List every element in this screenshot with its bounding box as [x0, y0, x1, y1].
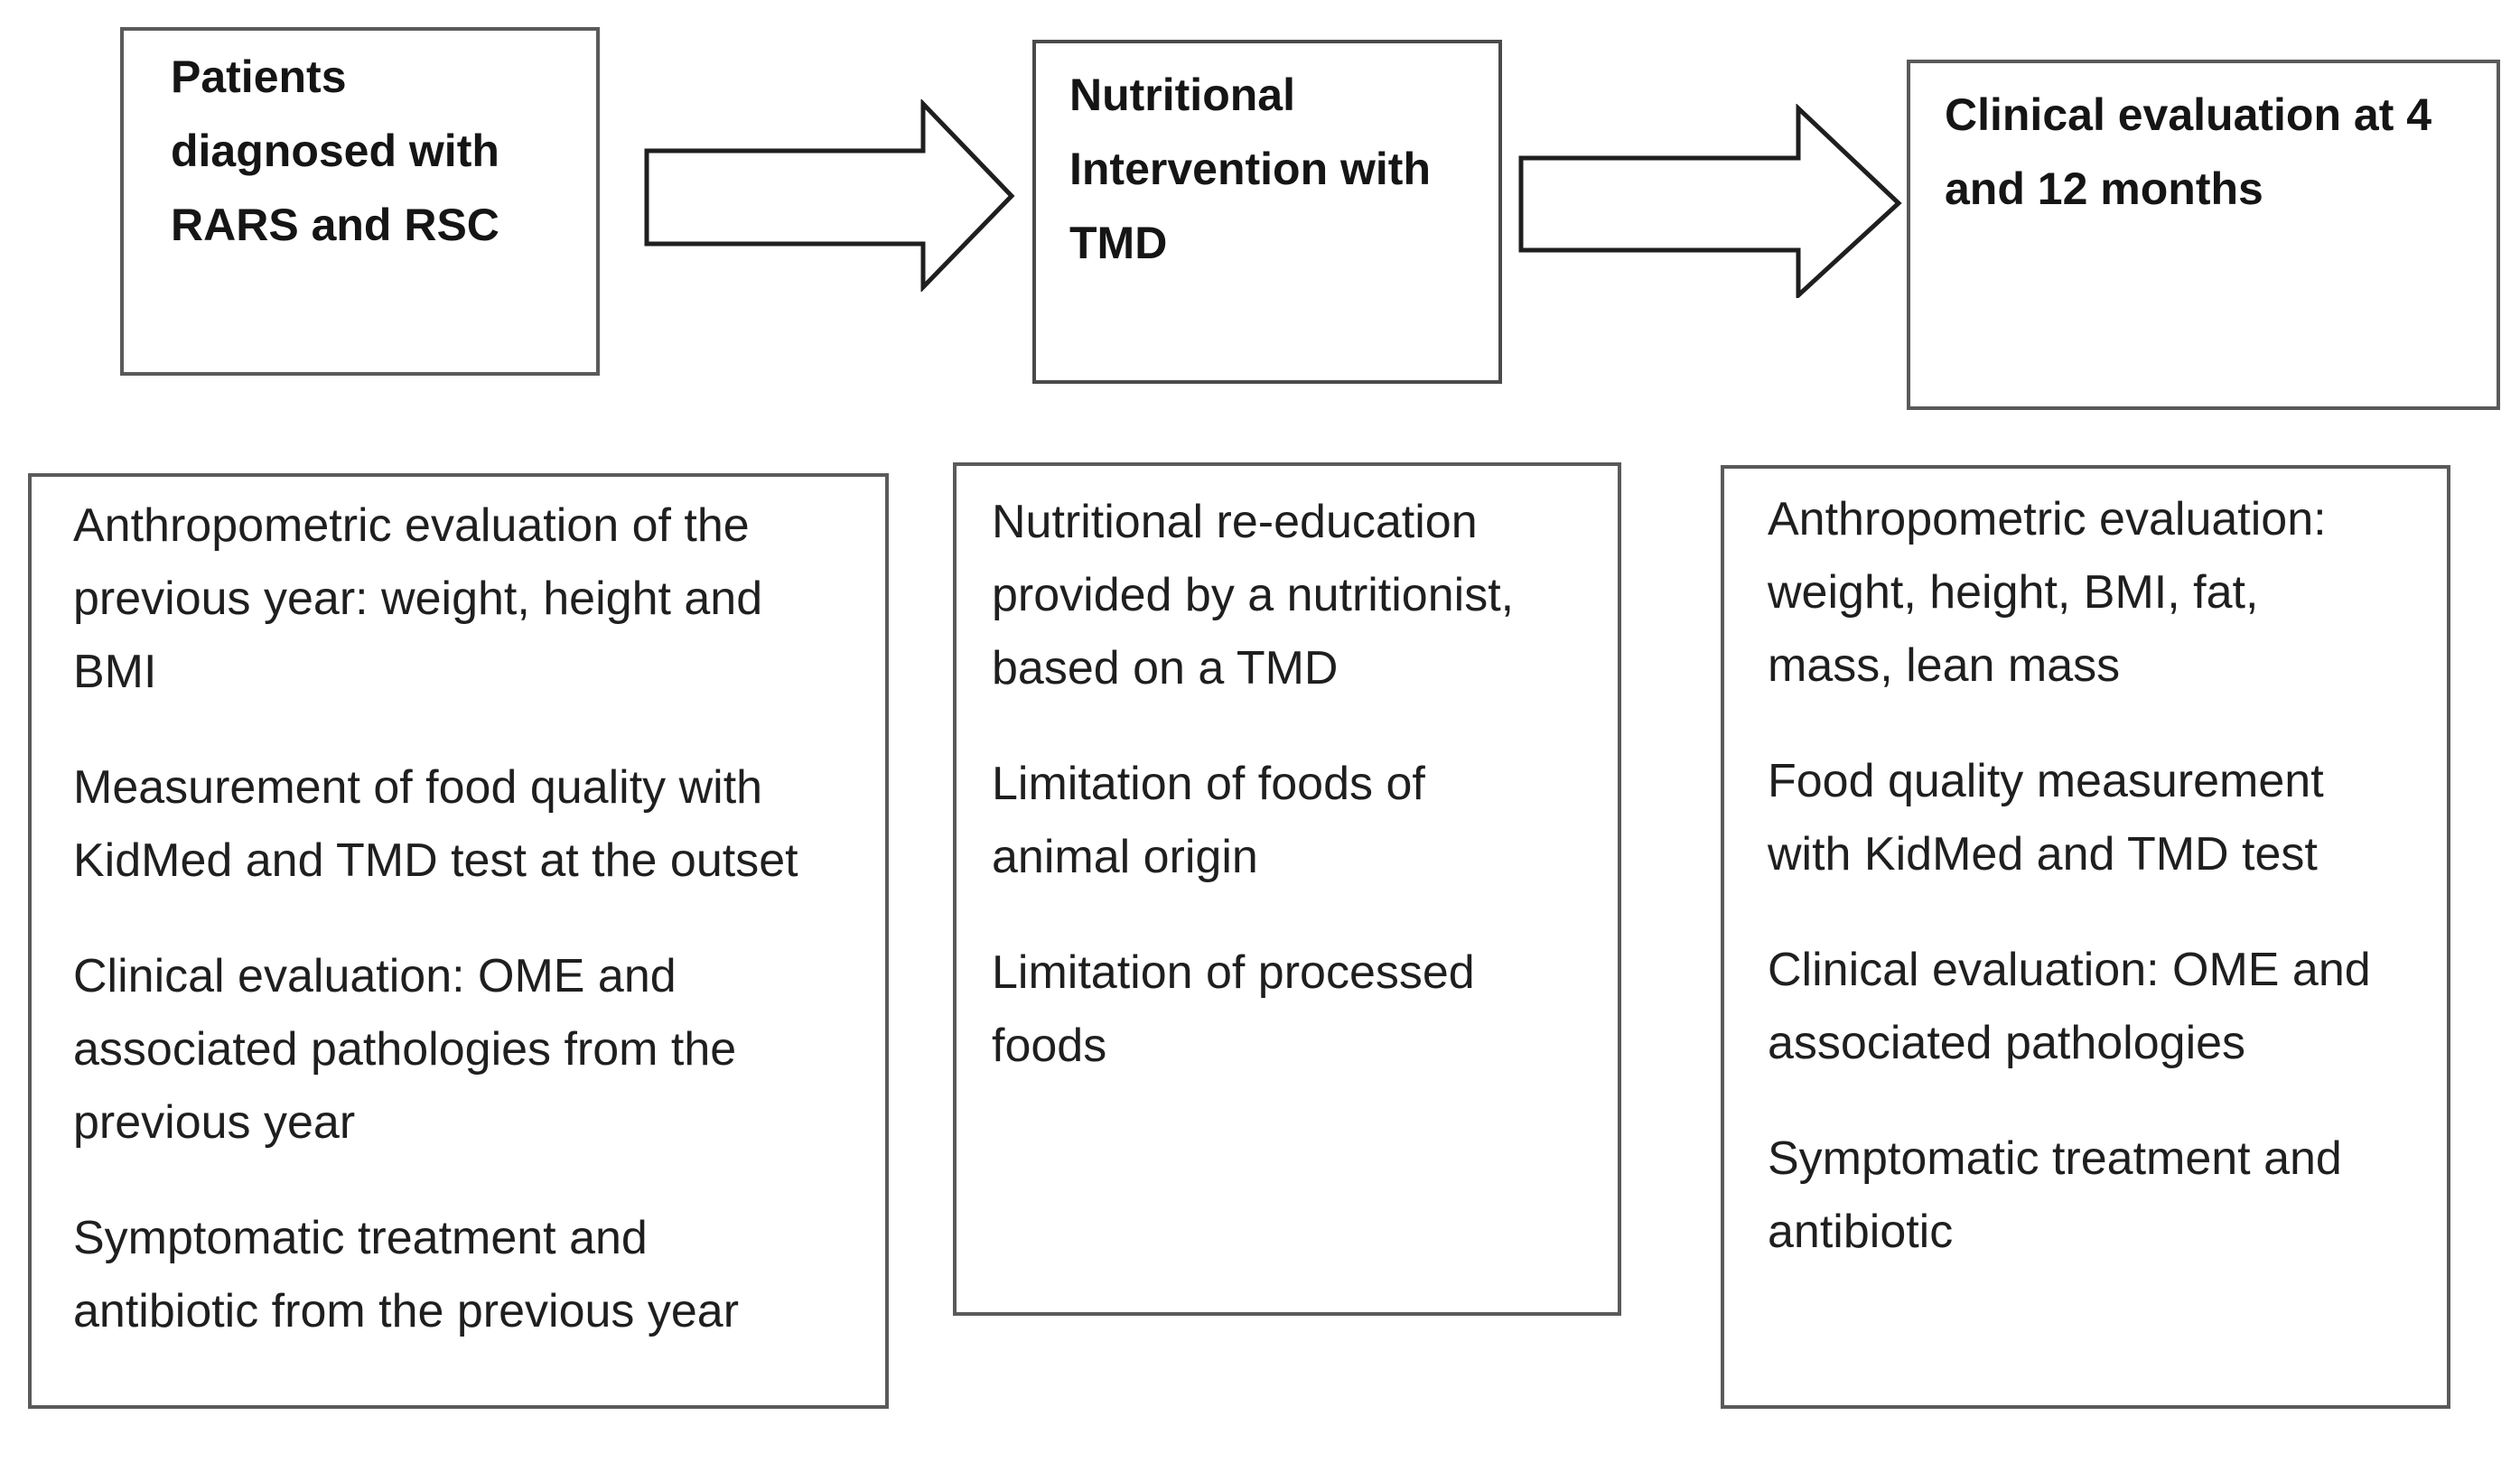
stage-box-evaluation: Clinical evaluation at 4 and 12 months	[1907, 60, 2500, 410]
stage-title-patients: Patients diagnosed with RARS and RSC	[171, 51, 499, 250]
detail-box-intervention: Nutritional re-education provided by a n…	[953, 462, 1621, 1316]
stage-box-patients: Patients diagnosed with RARS and RSC	[120, 27, 600, 376]
detail-paragraph: Symptomatic treatment and antibiotic	[1768, 1132, 2342, 1258]
detail-paragraph: Clinical evaluation: OME and associated …	[1768, 944, 2371, 1069]
stage-title-intervention: Nutritional Intervention with TMD	[1069, 70, 1431, 268]
detail-paragraph: Anthropometric evaluation of the previou…	[73, 499, 763, 698]
stage-box-intervention: Nutritional Intervention with TMD	[1032, 40, 1502, 384]
stage-title-evaluation: Clinical evaluation at 4 and 12 months	[1945, 89, 2432, 214]
right-arrow-icon	[1518, 104, 1902, 298]
detail-paragraph: Food quality measurement with KidMed and…	[1768, 755, 2324, 880]
detail-paragraph: Clinical evaluation: OME and associated …	[73, 950, 737, 1149]
detail-paragraph: Limitation of foods of animal origin	[992, 758, 1425, 883]
detail-paragraph: Nutritional re-education provided by a n…	[992, 496, 1515, 694]
detail-box-followup: Anthropometric evaluation: weight, heigh…	[1721, 465, 2450, 1409]
detail-box-baseline: Anthropometric evaluation of the previou…	[28, 473, 889, 1409]
detail-paragraph: Limitation of processed foods	[992, 946, 1475, 1072]
detail-paragraph: Measurement of food quality with KidMed …	[73, 761, 798, 887]
right-arrow-icon	[644, 99, 1015, 292]
detail-paragraph: Symptomatic treatment and antibiotic fro…	[73, 1212, 740, 1337]
detail-paragraph: Anthropometric evaluation: weight, heigh…	[1768, 493, 2327, 692]
